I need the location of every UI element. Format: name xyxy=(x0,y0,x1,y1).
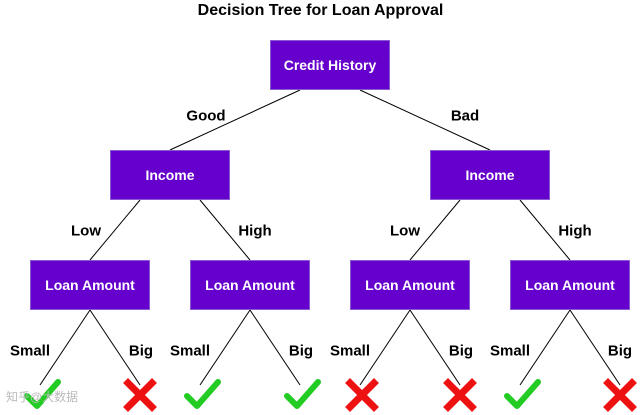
cross-icon xyxy=(123,378,157,412)
node-loan-amount-good-low: Loan Amount xyxy=(30,260,150,310)
edge-lr-leaf4 xyxy=(249,309,301,386)
edge-label-high-right: High xyxy=(558,222,592,240)
edge-root-right xyxy=(359,89,491,151)
diagram-title: Decision Tree for Loan Approval xyxy=(197,2,444,19)
edge-right-rl xyxy=(409,199,461,261)
edge-label-small-2: Small xyxy=(169,342,211,360)
edge-right-rr xyxy=(519,199,571,261)
edge-label-bad: Bad xyxy=(450,107,480,125)
edge-rr-leaf7 xyxy=(519,309,571,386)
edge-ll-leaf1 xyxy=(39,309,91,386)
edge-root-left xyxy=(169,89,301,151)
edge-label-big-4: Big xyxy=(607,342,633,360)
edge-rl-leaf6 xyxy=(409,309,461,386)
edge-label-good: Good xyxy=(186,107,226,125)
node-income-bad: Income xyxy=(430,150,550,200)
edge-label-high-left: High xyxy=(238,222,272,240)
node-loan-amount-bad-high: Loan Amount xyxy=(510,260,630,310)
check-icon xyxy=(504,379,541,409)
node-income-good: Income xyxy=(110,150,230,200)
edge-left-ll xyxy=(89,199,141,261)
cross-icon xyxy=(603,378,637,412)
edge-label-low-left: Low xyxy=(71,222,101,240)
watermark: 知乎@大数据 xyxy=(6,390,79,404)
cross-icon xyxy=(443,378,477,412)
node-loan-amount-good-high: Loan Amount xyxy=(190,260,310,310)
edge-label-big-1: Big xyxy=(128,342,154,360)
check-icon xyxy=(184,379,221,409)
node-credit-history: Credit History xyxy=(270,40,390,90)
edge-left-lr xyxy=(199,199,251,261)
edge-ll-leaf2 xyxy=(89,309,141,386)
node-loan-amount-bad-low: Loan Amount xyxy=(350,260,470,310)
check-icon xyxy=(284,379,321,409)
edge-label-low-right: Low xyxy=(390,222,420,240)
cross-icon xyxy=(345,378,379,412)
edge-rl-leaf5 xyxy=(359,309,411,386)
edge-label-big-3: Big xyxy=(448,342,474,360)
edge-label-small-3: Small xyxy=(329,342,371,360)
edge-label-big-2: Big xyxy=(288,342,314,360)
edge-rr-leaf8 xyxy=(569,309,621,386)
edge-label-small-1: Small xyxy=(9,342,51,360)
edge-label-small-4: Small xyxy=(489,342,531,360)
edge-lr-leaf3 xyxy=(199,309,251,386)
check-icon xyxy=(24,379,61,409)
